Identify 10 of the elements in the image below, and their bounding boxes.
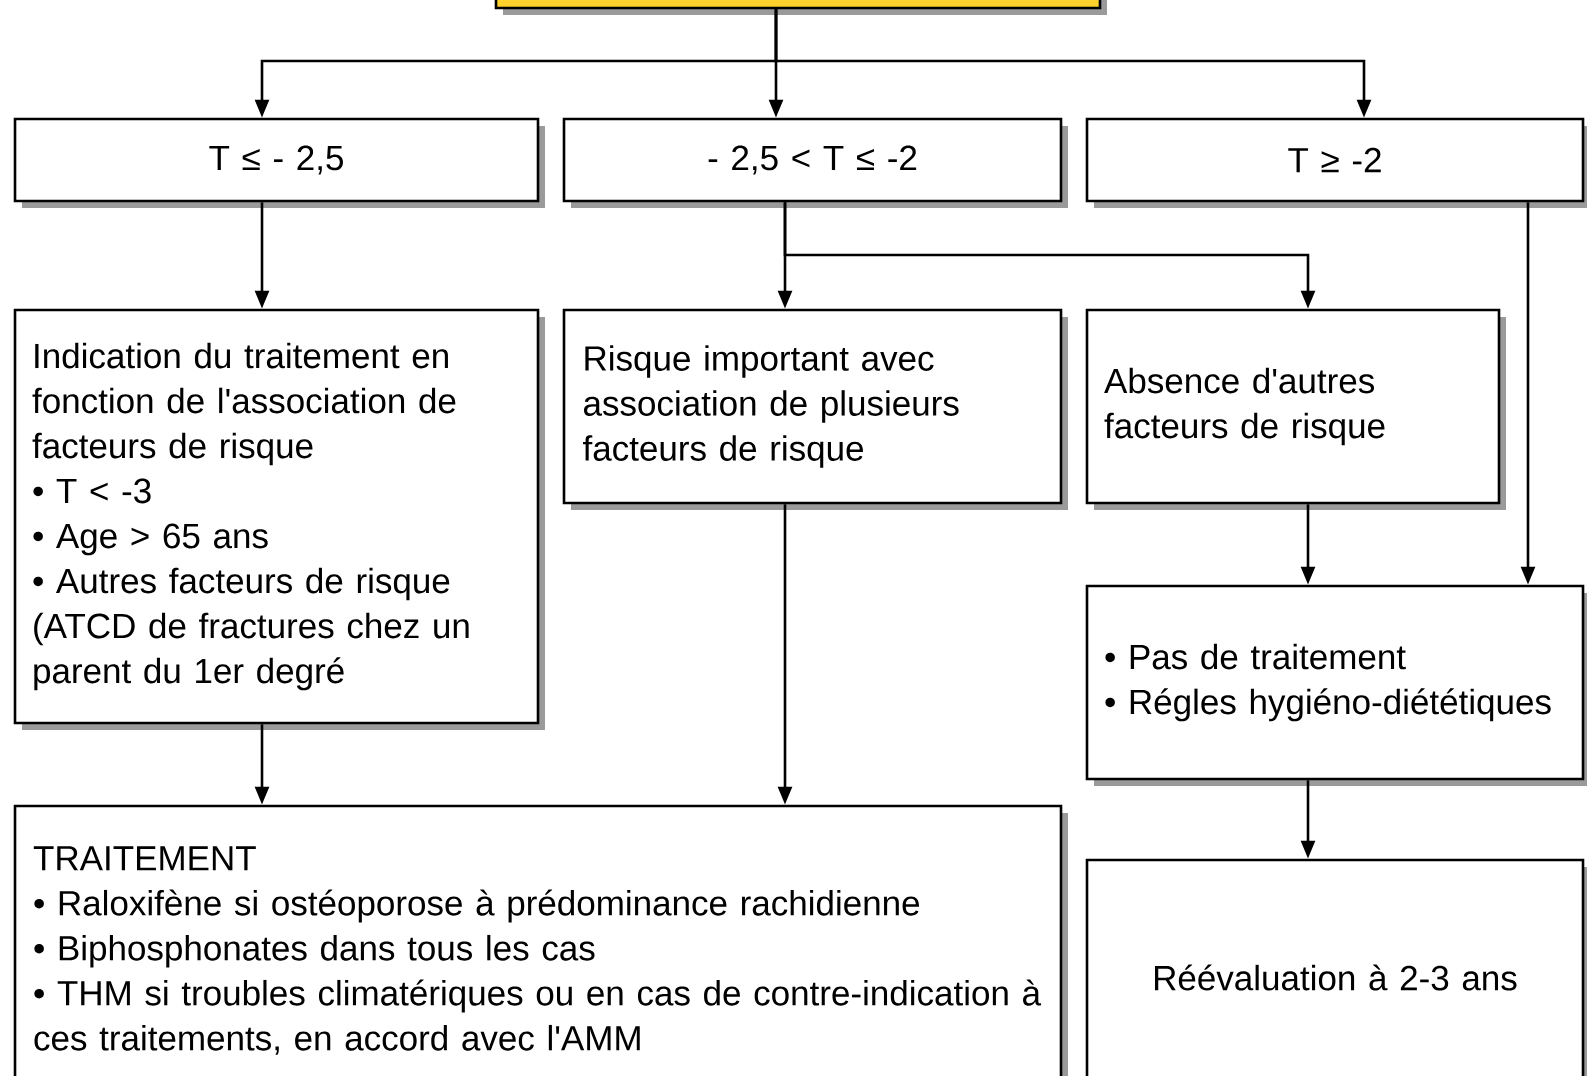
condition-box: - 2,5 < T ≤ -2 — [562, 117, 1068, 208]
process-box: Risque important avec association de plusieurs facteurs de risque — [562, 308, 1068, 510]
condition-box: T ≥ -2 — [1085, 117, 1587, 208]
process-box: Indication du traitement en fonction de l'association de facteurs de risque • T < -3 • Age > 65 ans • Autres facteurs de risque (ATCD de fractures chez un parent du 1er degré — [13, 308, 545, 730]
process-box: • Pas de traitement • Régles hygiéno-diététiques — [1085, 584, 1587, 786]
header-box — [494, 0, 1107, 15]
process-box: Réévaluation à 2-3 ans — [1085, 858, 1587, 1076]
process-box: Absence d'autres facteurs de risque — [1085, 308, 1506, 510]
process-box: TRAITEMENT • Raloxifène si ostéoporose à prédominance rachidienne • Biphosphonates dans tous les cas • THM si troubles climatériques ou en cas de contre-indication à ces traitements, en accord avec l'AMM — [13, 804, 1068, 1076]
condition-box: T ≤ - 2,5 — [13, 117, 545, 208]
